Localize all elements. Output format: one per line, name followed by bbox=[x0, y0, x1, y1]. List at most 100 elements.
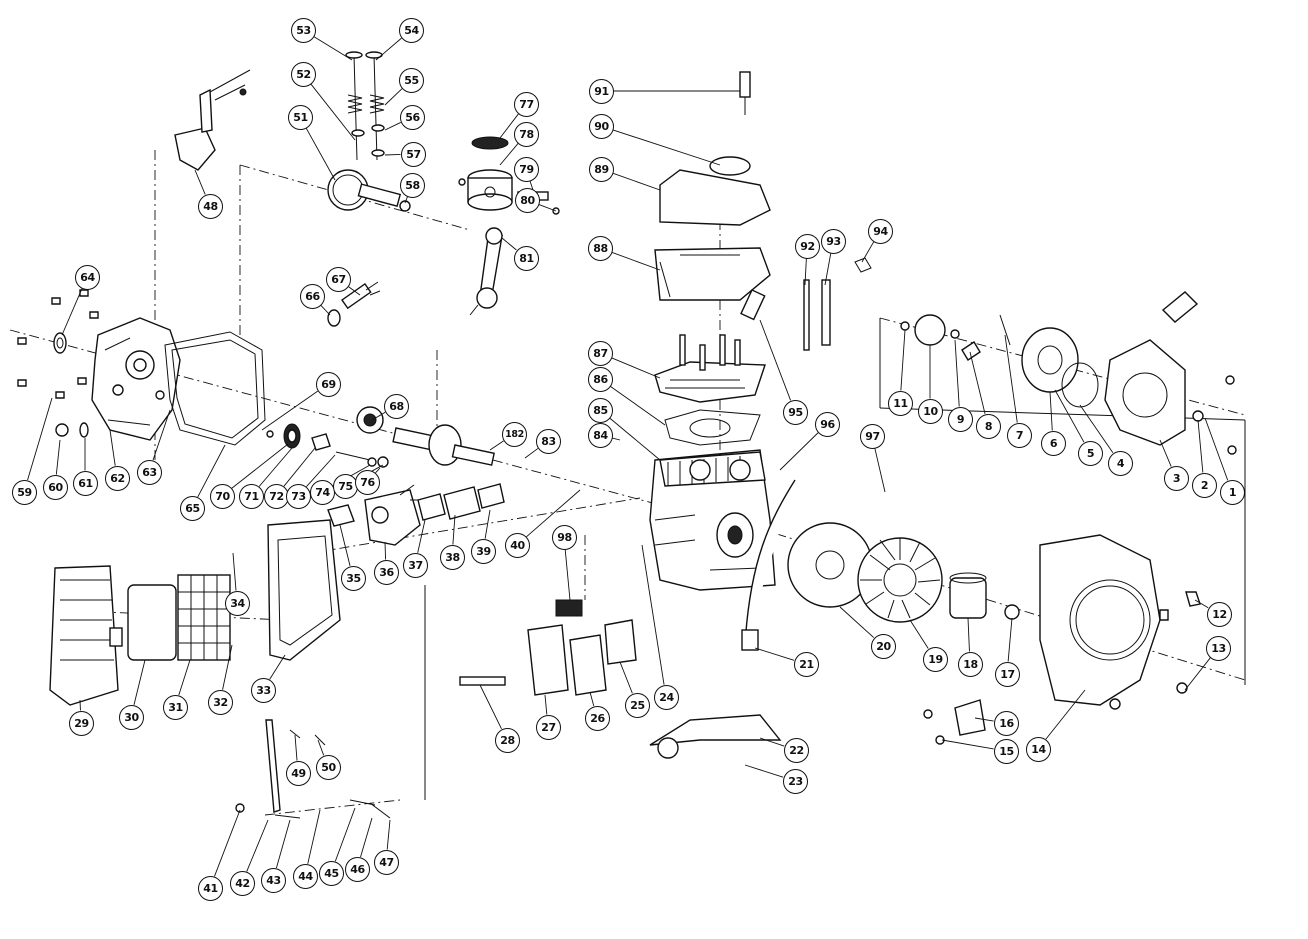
cup-18 bbox=[949, 572, 1020, 620]
callout-84: 84 bbox=[588, 423, 613, 448]
callout-72: 72 bbox=[264, 484, 289, 509]
callout-91: 91 bbox=[589, 79, 614, 104]
callout-67: 67 bbox=[326, 267, 351, 292]
callout-23: 23 bbox=[783, 769, 808, 794]
cylinder-block bbox=[649, 449, 776, 591]
callout-20: 20 bbox=[871, 634, 896, 659]
leader-lines bbox=[27, 36, 1229, 877]
air-filter-cover-29 bbox=[49, 565, 123, 706]
piston-78 bbox=[458, 136, 560, 215]
leader-line-7 bbox=[1004, 334, 1018, 423]
leader-line-90 bbox=[612, 129, 721, 166]
callout-13: 13 bbox=[1206, 636, 1231, 661]
leader-line-31 bbox=[178, 659, 191, 696]
leader-line-25 bbox=[619, 661, 633, 694]
leader-line-16 bbox=[974, 717, 994, 722]
callout-3: 3 bbox=[1164, 466, 1189, 491]
leader-line-13 bbox=[1184, 657, 1211, 691]
filter-element-30 bbox=[127, 574, 231, 661]
callout-96: 96 bbox=[815, 412, 840, 437]
callout-1: 1 bbox=[1220, 480, 1245, 505]
leader-line-77 bbox=[499, 113, 519, 139]
callout-9: 9 bbox=[948, 407, 973, 432]
leader-line-95 bbox=[759, 319, 791, 401]
callout-65: 65 bbox=[180, 496, 205, 521]
leader-line-41 bbox=[214, 809, 241, 877]
callout-61: 61 bbox=[73, 471, 98, 496]
leader-line-52 bbox=[310, 83, 356, 141]
leader-line-53 bbox=[313, 36, 353, 61]
leader-line-33 bbox=[269, 654, 286, 680]
callout-53: 53 bbox=[291, 18, 316, 43]
callout-56: 56 bbox=[400, 105, 425, 130]
callout-33: 33 bbox=[251, 678, 276, 703]
leader-line-78 bbox=[499, 143, 519, 166]
leader-line-88 bbox=[611, 251, 661, 271]
leader-line-68 bbox=[371, 411, 386, 421]
governor-gear-71 bbox=[266, 423, 389, 468]
leader-line-34 bbox=[232, 552, 237, 591]
oil-seal-64 bbox=[53, 332, 67, 354]
callout-83: 83 bbox=[536, 429, 561, 454]
leader-line-70 bbox=[231, 443, 289, 489]
callout-50: 50 bbox=[316, 755, 341, 780]
bolts-left bbox=[17, 289, 99, 438]
leader-line-85 bbox=[609, 417, 661, 461]
leader-line-65 bbox=[197, 444, 226, 498]
leader-line-6 bbox=[1049, 391, 1053, 431]
recoil-starter-3 bbox=[900, 291, 1237, 455]
leader-line-38 bbox=[452, 514, 456, 545]
callout-52: 52 bbox=[291, 62, 316, 87]
callout-73: 73 bbox=[286, 484, 311, 509]
leader-line-63 bbox=[152, 409, 171, 461]
leader-line-40 bbox=[526, 489, 581, 538]
cylinder-head-87 bbox=[654, 334, 766, 403]
crankcase-cover bbox=[91, 317, 181, 441]
leader-line-46 bbox=[360, 817, 373, 858]
callout-92: 92 bbox=[795, 234, 820, 259]
callout-94: 94 bbox=[868, 219, 893, 244]
callout-47: 47 bbox=[374, 850, 399, 875]
leader-line-92 bbox=[804, 258, 807, 286]
callout-37: 37 bbox=[403, 553, 428, 578]
air-filter-box-33 bbox=[267, 519, 341, 661]
leader-line-55 bbox=[384, 88, 403, 106]
leader-line-44 bbox=[307, 809, 321, 864]
callout-182: 182 bbox=[502, 422, 527, 447]
leader-line-54 bbox=[375, 37, 402, 61]
callout-85: 85 bbox=[588, 398, 613, 423]
leader-line-32 bbox=[222, 644, 233, 690]
callout-42: 42 bbox=[230, 871, 255, 896]
callout-7: 7 bbox=[1007, 423, 1032, 448]
leader-line-73 bbox=[306, 454, 336, 488]
callout-59: 59 bbox=[12, 480, 37, 505]
leader-line-57 bbox=[384, 153, 401, 156]
callout-81: 81 bbox=[514, 246, 539, 271]
carburetor-36 bbox=[327, 483, 505, 546]
callout-34: 34 bbox=[225, 591, 250, 616]
callout-54: 54 bbox=[399, 18, 424, 43]
callout-6: 6 bbox=[1041, 431, 1066, 456]
callout-17: 17 bbox=[995, 662, 1020, 687]
callout-63: 63 bbox=[137, 460, 162, 485]
leader-line-4 bbox=[1079, 404, 1114, 453]
callout-87: 87 bbox=[588, 341, 613, 366]
leader-line-64 bbox=[61, 288, 83, 336]
callout-2: 2 bbox=[1192, 473, 1217, 498]
callout-38: 38 bbox=[440, 545, 465, 570]
assembly-axes bbox=[9, 150, 1246, 816]
callout-89: 89 bbox=[589, 157, 614, 182]
leader-line-5 bbox=[1054, 389, 1085, 443]
callout-4: 4 bbox=[1108, 451, 1133, 476]
callout-60: 60 bbox=[43, 475, 68, 500]
leader-line-71 bbox=[258, 447, 293, 487]
callout-46: 46 bbox=[345, 857, 370, 882]
leader-line-60 bbox=[55, 439, 61, 475]
connecting-rod-81 bbox=[469, 227, 503, 316]
leader-line-30 bbox=[133, 659, 146, 705]
callout-31: 31 bbox=[163, 695, 188, 720]
leader-line-96 bbox=[779, 432, 819, 471]
callout-35: 35 bbox=[341, 566, 366, 591]
spark-plug-95 bbox=[740, 257, 872, 351]
